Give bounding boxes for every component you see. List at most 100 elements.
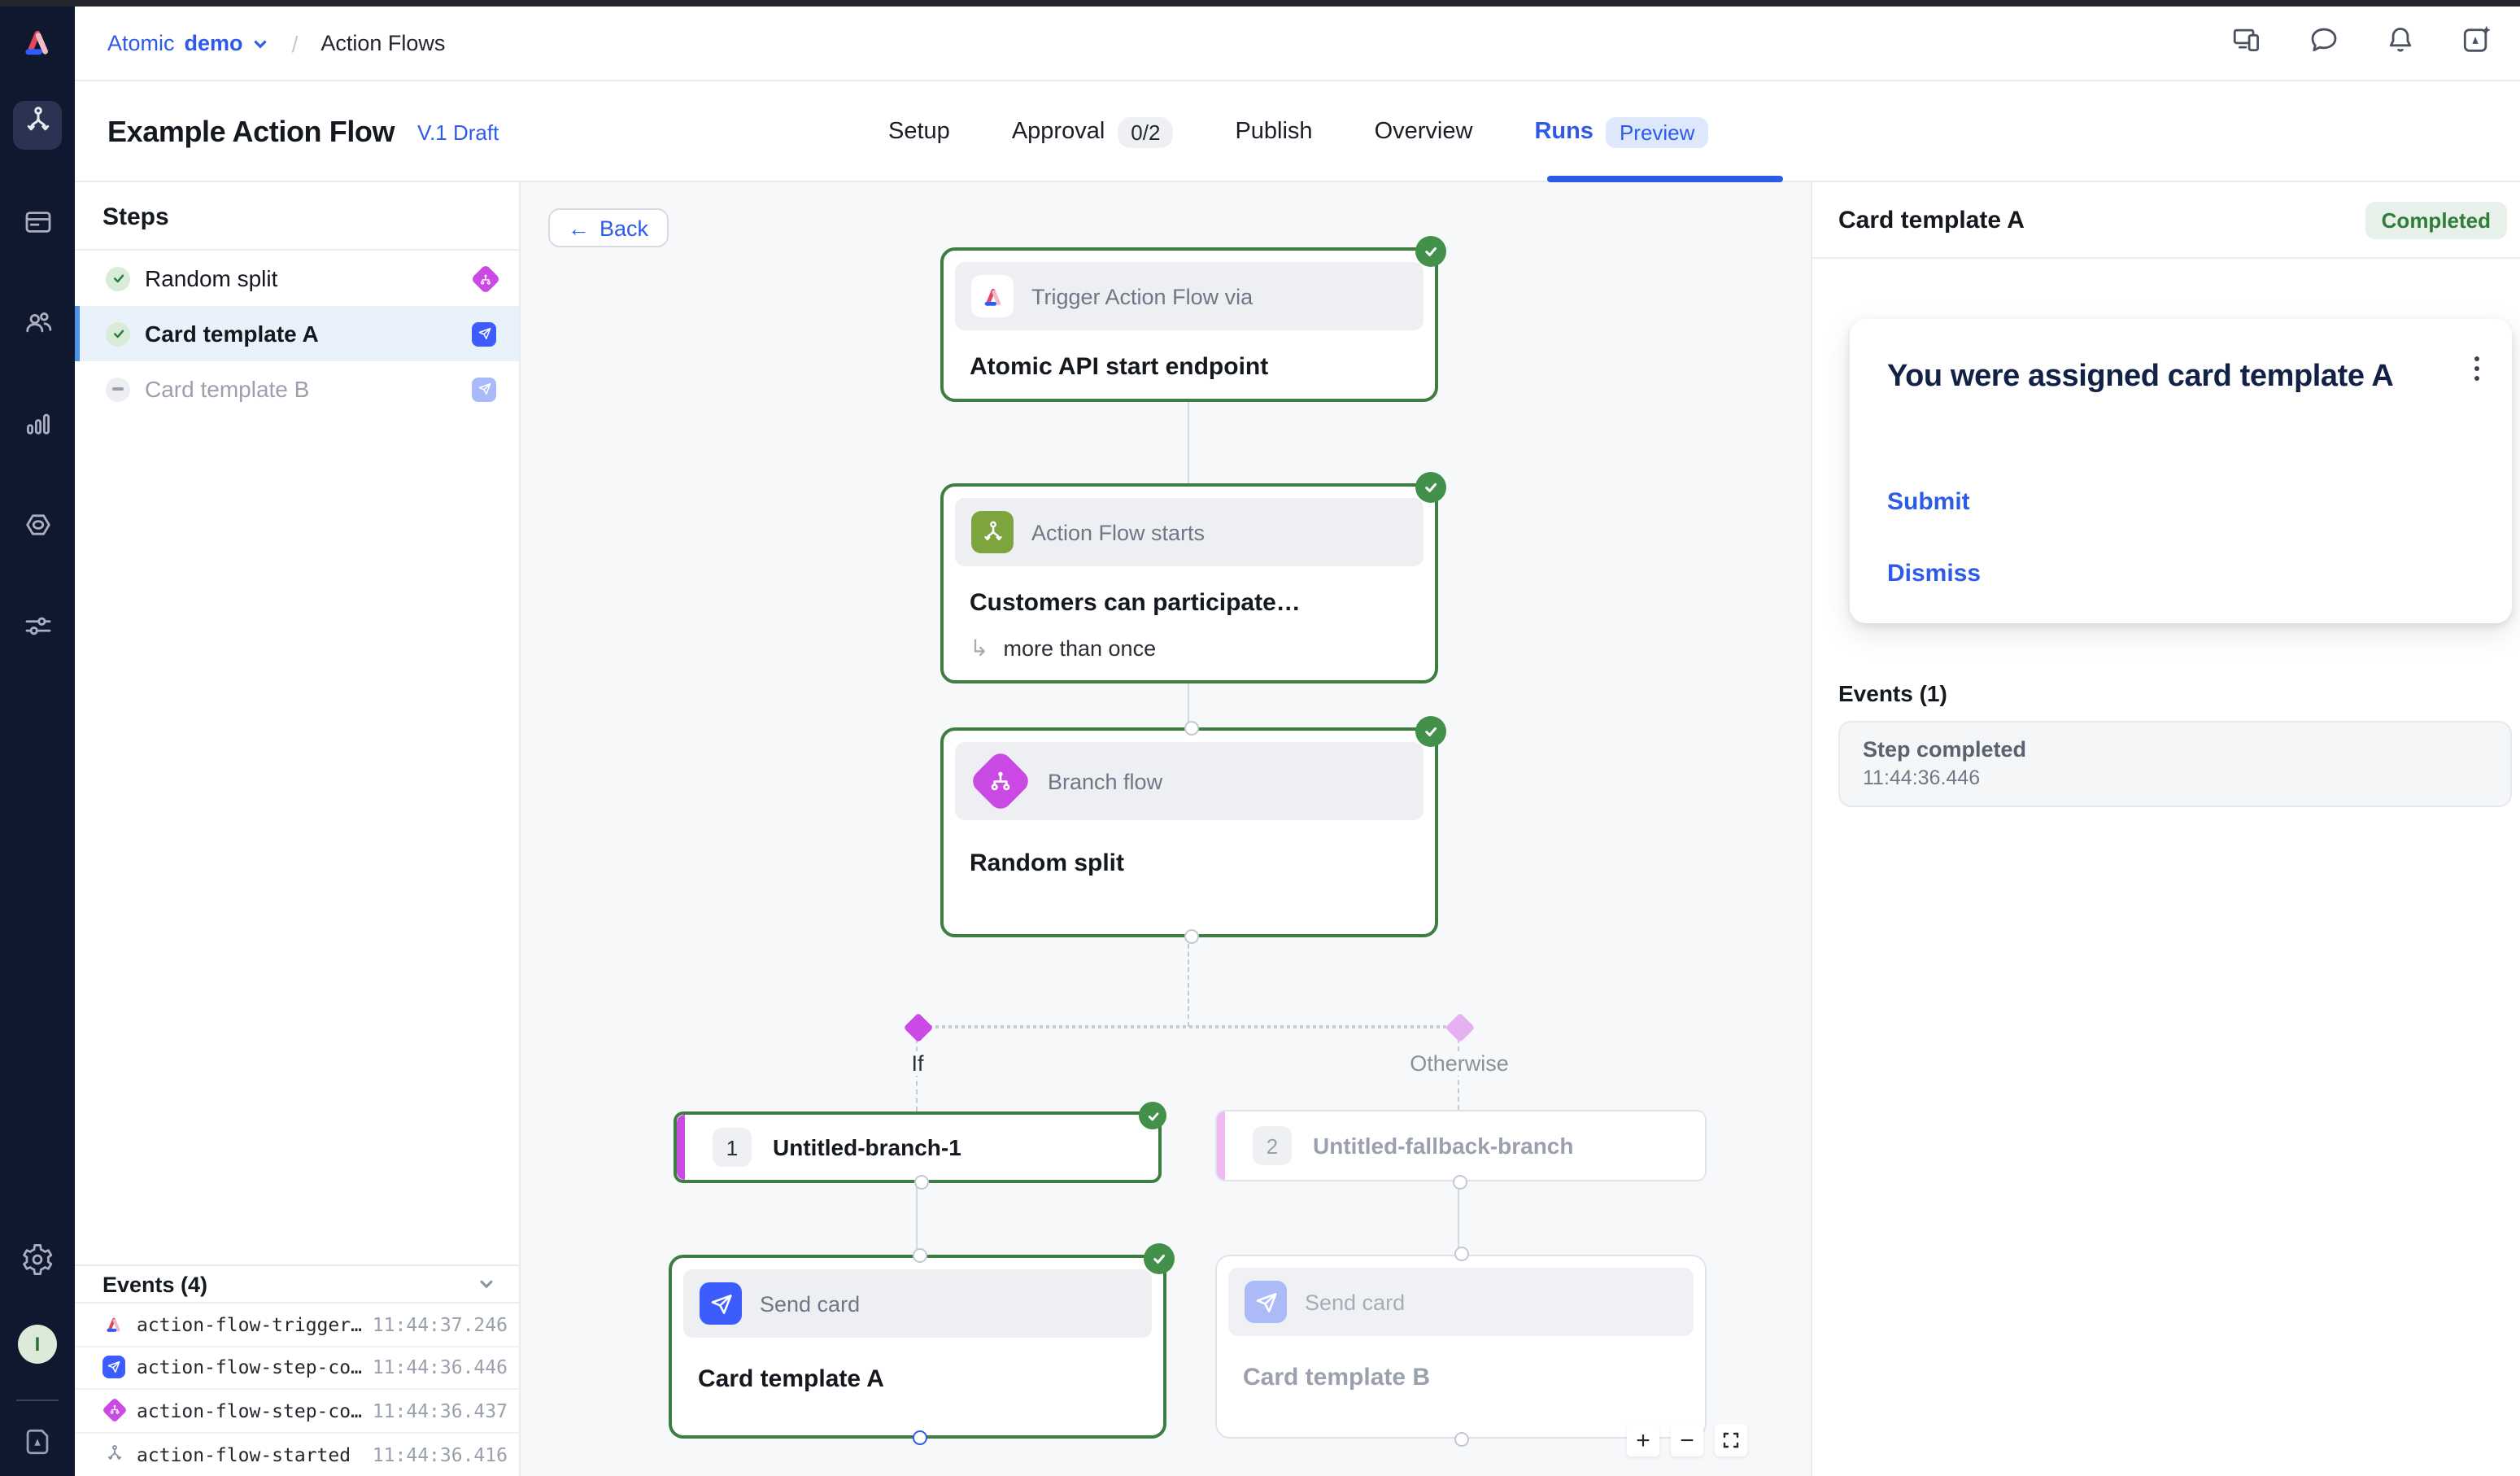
tab-publish[interactable]: Publish bbox=[1235, 119, 1312, 145]
zoom-in-button[interactable]: + bbox=[1627, 1424, 1659, 1456]
bar-chart-icon bbox=[20, 407, 54, 449]
step-row-card-template-b[interactable]: Card template B bbox=[75, 361, 519, 417]
card-title: You were assigned card template A bbox=[1887, 355, 2408, 399]
step-row-random-split[interactable]: Random split bbox=[75, 251, 519, 306]
hexagon-icon bbox=[20, 508, 54, 550]
card-preview: You were assigned card template A Submit… bbox=[1850, 319, 2512, 623]
branch-number-badge: 1 bbox=[713, 1128, 752, 1167]
event-row[interactable]: action-flow-trigger… 11:44:37.246 bbox=[75, 1304, 519, 1347]
atomic-logo-icon bbox=[102, 1313, 125, 1336]
card-icon bbox=[20, 205, 54, 247]
sidebar-item-action-flows[interactable] bbox=[13, 101, 62, 150]
atomic-logo[interactable] bbox=[18, 23, 57, 62]
sidebar-divider bbox=[16, 1400, 59, 1401]
flow-version-link[interactable]: V.1 Draft bbox=[417, 120, 499, 144]
breadcrumb-org[interactable]: Atomic bbox=[107, 31, 175, 55]
settings-gear-icon[interactable] bbox=[20, 1242, 55, 1277]
node-send-card-b[interactable]: Send card Card template B bbox=[1215, 1255, 1707, 1439]
active-tab-underline bbox=[1547, 176, 1783, 181]
step-completed-icon bbox=[106, 321, 130, 346]
dismiss-link[interactable]: Dismiss bbox=[1887, 560, 1981, 587]
tab-setup[interactable]: Setup bbox=[888, 119, 950, 145]
canvas-zoom-controls: + − bbox=[1627, 1424, 1747, 1456]
completed-check-icon bbox=[1415, 236, 1446, 267]
chevron-down-icon[interactable] bbox=[253, 35, 269, 51]
chevron-down-icon[interactable] bbox=[477, 1274, 496, 1294]
port bbox=[913, 1430, 927, 1445]
branch-hook-icon: ↳ bbox=[970, 635, 988, 662]
port bbox=[1453, 1175, 1467, 1190]
breadcrumb-page: Action Flows bbox=[320, 31, 445, 55]
chat-icon[interactable] bbox=[2307, 22, 2341, 64]
otherwise-diamond-icon bbox=[1445, 1012, 1475, 1042]
user-avatar[interactable]: I bbox=[18, 1325, 57, 1364]
step-not-run-icon bbox=[106, 377, 130, 401]
notifications-bell-icon[interactable] bbox=[2383, 22, 2418, 64]
flow-start-icon bbox=[102, 1443, 125, 1466]
completed-check-icon bbox=[1415, 716, 1446, 747]
branch-diamond-icon bbox=[471, 264, 501, 294]
fullscreen-button[interactable] bbox=[1715, 1424, 1747, 1456]
port bbox=[1184, 929, 1199, 944]
branch-card-2[interactable]: 2 Untitled-fallback-branch bbox=[1215, 1110, 1707, 1181]
docs-icon[interactable] bbox=[20, 1424, 55, 1460]
action-flows-icon bbox=[20, 104, 54, 146]
detail-event-item: Step completed 11:44:36.446 bbox=[1838, 721, 2512, 807]
atomic-assist-icon[interactable] bbox=[2460, 22, 2494, 64]
sidebar-item-customers[interactable] bbox=[13, 303, 62, 352]
port bbox=[1454, 1247, 1469, 1261]
tab-approval[interactable]: Approval 0/2 bbox=[1012, 116, 1174, 147]
node-branch-flow[interactable]: Branch flow Random split bbox=[940, 727, 1438, 937]
back-button[interactable]: ← Back bbox=[548, 208, 668, 247]
connector bbox=[1458, 1181, 1459, 1255]
send-card-icon-muted bbox=[1245, 1281, 1287, 1323]
flow-tabs: Setup Approval 0/2 Publish Overview Runs… bbox=[888, 81, 1707, 182]
branch-diamond-icon bbox=[101, 1398, 126, 1423]
tab-runs[interactable]: Runs Preview bbox=[1534, 116, 1707, 147]
step-completed-icon bbox=[106, 266, 130, 290]
zoom-out-button[interactable]: − bbox=[1671, 1424, 1703, 1456]
breadcrumb-env[interactable]: demo bbox=[185, 31, 243, 55]
flow-header: Example Action Flow V.1 Draft Setup Appr… bbox=[75, 81, 2520, 182]
event-row[interactable]: action-flow-step-co… 11:44:36.446 bbox=[75, 1347, 519, 1390]
back-arrow-icon: ← bbox=[568, 216, 590, 240]
devices-icon[interactable] bbox=[2230, 22, 2265, 64]
flow-title: Example Action Flow bbox=[107, 115, 395, 149]
event-row[interactable]: action-flow-started 11:44:36.416 bbox=[75, 1433, 519, 1476]
primary-sidebar: I bbox=[0, 0, 75, 1476]
events-header[interactable]: Events (4) bbox=[75, 1264, 519, 1304]
node-trigger[interactable]: Trigger Action Flow via Atomic API start… bbox=[940, 247, 1438, 402]
send-card-icon bbox=[102, 1356, 125, 1379]
steps-title: Steps bbox=[75, 182, 519, 251]
sidebar-item-card-templates[interactable] bbox=[13, 202, 62, 251]
people-icon bbox=[20, 306, 54, 348]
if-diamond-icon bbox=[903, 1012, 933, 1042]
port bbox=[913, 1248, 927, 1263]
port bbox=[1184, 721, 1199, 736]
kebab-menu-icon[interactable] bbox=[2470, 352, 2484, 386]
connector bbox=[916, 1183, 918, 1255]
branch-card-1[interactable]: 1 Untitled-branch-1 bbox=[674, 1111, 1162, 1183]
flow-canvas[interactable]: ← Back If Otherwise Trigger Action Flow … bbox=[521, 182, 1811, 1476]
tab-overview[interactable]: Overview bbox=[1375, 119, 1473, 145]
sidebar-item-environments[interactable] bbox=[13, 504, 62, 553]
if-label: If bbox=[905, 1051, 930, 1076]
node-flow-start[interactable]: Action Flow starts Customers can partici… bbox=[940, 483, 1438, 683]
step-row-card-template-a[interactable]: Card template A bbox=[75, 306, 519, 361]
approval-count-badge: 0/2 bbox=[1118, 116, 1173, 147]
port bbox=[914, 1175, 929, 1190]
atomic-logo-icon bbox=[971, 275, 1014, 317]
sidebar-item-analytics[interactable] bbox=[13, 404, 62, 452]
event-row[interactable]: action-flow-step-co… 11:44:36.437 bbox=[75, 1390, 519, 1433]
sidebar-nav bbox=[0, 101, 75, 654]
node-send-card-a[interactable]: Send card Card template A bbox=[669, 1255, 1166, 1439]
breadcrumb-separator: / bbox=[292, 30, 299, 56]
submit-link[interactable]: Submit bbox=[1887, 488, 1970, 516]
branch-accent-stripe bbox=[677, 1115, 685, 1180]
sidebar-item-configuration[interactable] bbox=[13, 605, 62, 654]
top-bar: Atomic demo / Action Flows bbox=[75, 7, 2520, 81]
connector-dashed bbox=[1188, 944, 1189, 1027]
steps-panel: Steps Random split Card template A Card … bbox=[75, 182, 521, 1476]
